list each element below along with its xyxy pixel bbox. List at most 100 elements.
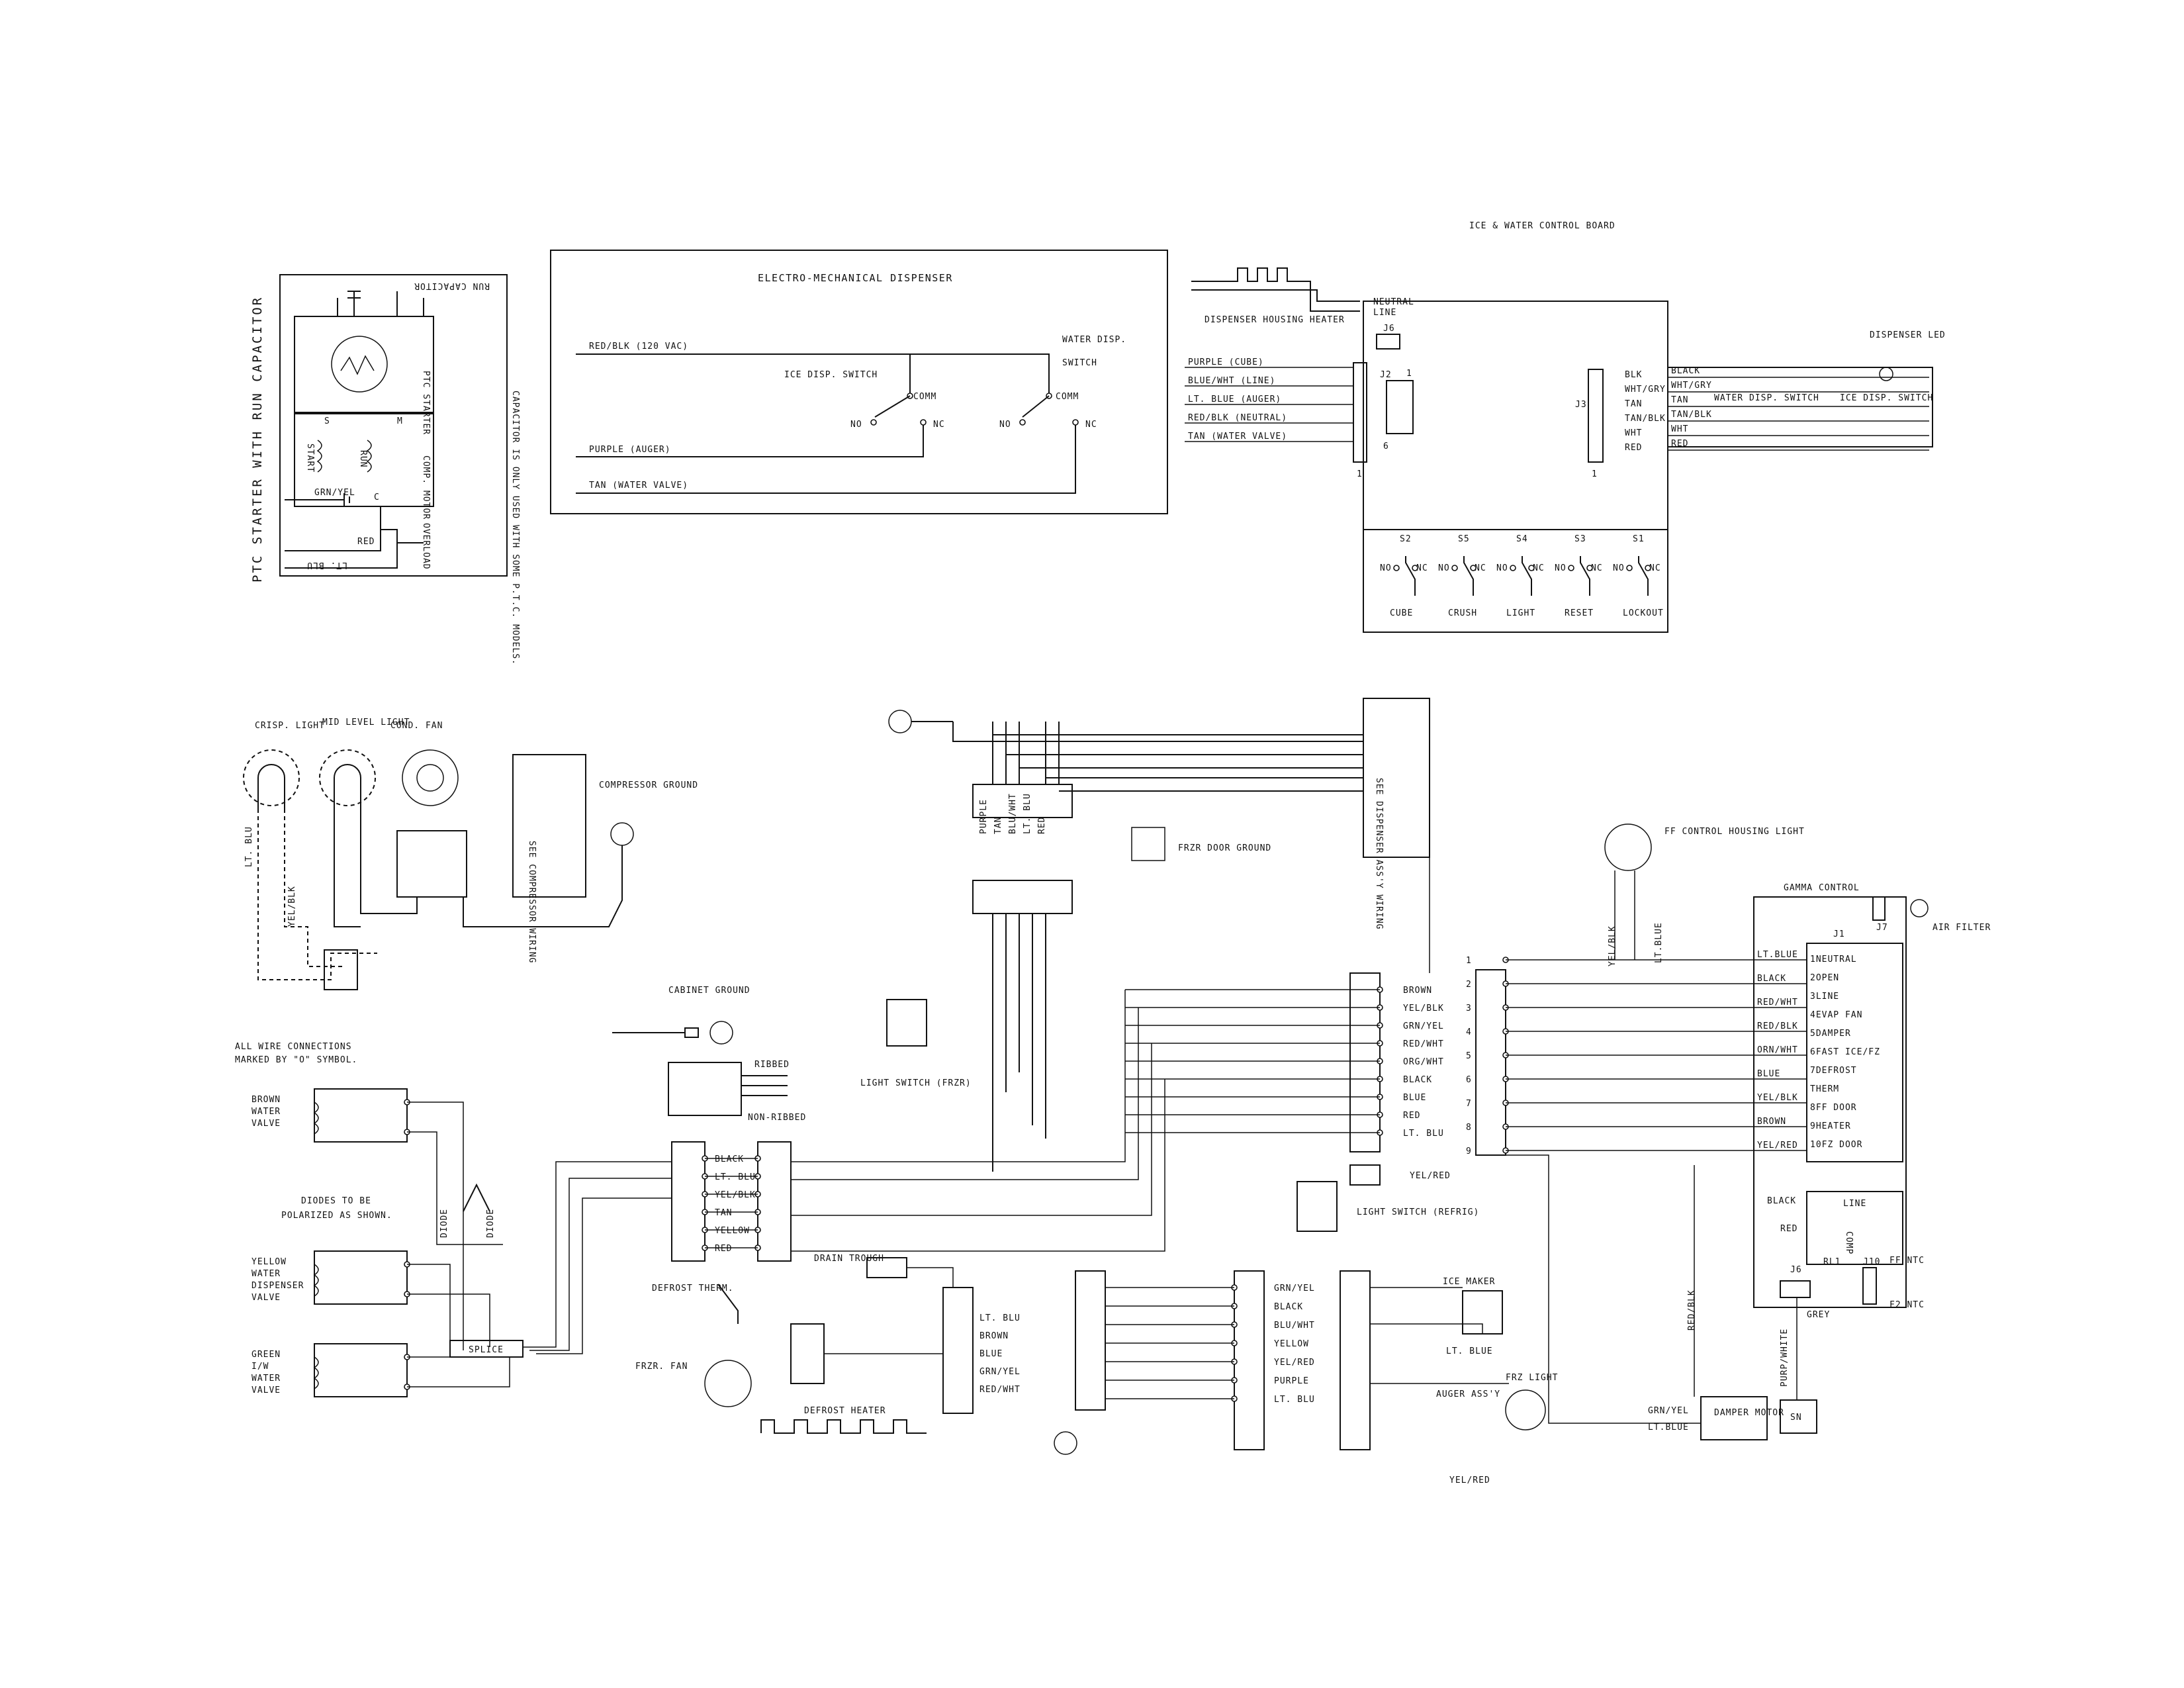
board-switch-no: NO [1380,563,1392,573]
gamma-pin-label: 5DAMPER [1810,1029,1851,1039]
yellow-valve-label: DISPENSER [251,1281,304,1291]
board-switch-id: S4 [1516,534,1528,544]
board-switch-nc: NC [1649,563,1661,573]
dispenser-title: ELECTRO-MECHANICAL DISPENSER [758,272,953,284]
pin-m-label: M [397,416,403,426]
ice-lt-blue-label: LT. BLUE [1446,1346,1493,1356]
defrost-therm-label: DEFROST THERM. [652,1284,734,1293]
gamma-conn-num: 3 [1466,1004,1472,1013]
yellow-valve-label: VALVE [251,1293,281,1303]
gamma-wire-label: RED/BLK [1757,1021,1798,1031]
j2-pin-6: 6 [1383,442,1389,451]
grey-label: GREY [1807,1310,1830,1320]
lower-colors: GRN/YELBLACKBLU/WHTYELLOWYEL/REDPURPLELT… [1105,1284,1315,1405]
wire [523,1161,672,1348]
harness-color-label: YEL/BLK [715,1190,756,1200]
lower-color-label: LT. BLU [1274,1395,1315,1405]
electro-mechanical-dispenser: ELECTRO-MECHANICAL DISPENSER RED/BLK (12… [550,250,1168,514]
gamma-pin-label: 2OPEN [1810,973,1839,983]
connection-dot [1412,565,1418,571]
wire [791,1008,1139,1180]
ptc-starter-label: PTC STARTER [421,371,431,435]
board-switch-nc: NC [1591,563,1603,573]
gamma-conn-num: 8 [1466,1123,1472,1133]
connection-dot [1510,565,1516,571]
water-switch-label: WATER DISP. [1062,335,1126,345]
center-color-label: LT. BLU [1403,1129,1444,1139]
gamma-pin-label: 1NEUTRAL [1810,955,1857,964]
led-label: DISPENSER LED [1870,330,1946,340]
harness-color-label: LT. BLU [715,1172,756,1182]
wire [529,1178,672,1351]
lower-color-label: YEL/RED [1274,1358,1315,1368]
comp-motor-label: COMP. MOTOR [421,455,431,520]
center-color-label: BLACK [1403,1075,1432,1085]
lower-color-label: GRN/YEL [1274,1284,1315,1293]
crisp-light-label: CRISP. LIGHT [255,721,325,731]
valves: BROWNWATERVALVEYELLOWWATERDISPENSERVALVE… [251,1088,410,1397]
purple-label: PURPLE (AUGER) [589,445,671,455]
connection-dot [1626,565,1633,571]
ptc-starter-panel: PTC STARTER WITH RUN CAPACITOR RUN CAPAC… [250,274,520,665]
ice-no-label: NO [850,420,862,430]
brown-valve-label: WATER [251,1107,281,1117]
gamma-conn-num: 6 [1466,1075,1472,1085]
board-switch-id: S2 [1400,534,1412,544]
gamma-wire-label: BLACK [1757,974,1786,984]
ribbed-label: RIBBED [754,1060,790,1070]
water-disp-switch-label: WATER DISP. SWITCH [1714,393,1819,403]
gamma-title: GAMMA CONTROL [1784,883,1860,893]
ff-housing-label: FF CONTROL HOUSING LIGHT [1664,827,1805,837]
pin-c-label: C [374,492,380,502]
tan-label: TAN (WATER VALVE) [589,481,688,491]
wire [907,1267,954,1288]
j6-label: J6 [1383,324,1395,334]
board-right-wire-label: BLACK [1671,366,1700,376]
center-color-label: RED/WHT [1403,1039,1444,1049]
board-right-wire-label: TAN [1671,395,1688,405]
wire [791,990,1126,1162]
wire [407,1264,451,1344]
board-switch-no: NO [1496,563,1508,573]
overload-label: OVERLOAD [421,523,431,570]
wire [1522,556,1532,596]
non-ribbed-label: NON-RIBBED [748,1113,806,1123]
yellow-valve-label: WATER [251,1269,281,1279]
red-blk-vertical: RED/BLK [1687,1289,1697,1331]
cabinet-ground-label: CABINET GROUND [668,986,751,996]
lower-color-label: BLU/WHT [1274,1321,1315,1331]
connection-dot [1393,565,1400,571]
yellow-valve-label: YELLOW [251,1257,287,1267]
board-left-wires: PURPLE (CUBE)BLUE/WHT (LINE)LT. BLUE (AU… [1185,357,1353,442]
board-right-wire-label: WHT/GRY [1671,381,1712,391]
lt-blue-vertical: LT.BLUE [1654,922,1664,963]
drain-label: DRAIN TROUGH [814,1254,884,1264]
connections-note-2: MARKED BY "O" SYMBOL. [235,1055,357,1065]
gamma-wire-label: BLUE [1757,1069,1780,1079]
brown-valve-coil [314,1088,408,1143]
gamma-pin-label: 6FAST ICE/FZ [1810,1047,1880,1057]
board-right-wire-label: WHT [1671,424,1688,434]
j1-label: J1 [1833,929,1845,939]
start-label: START [305,444,315,473]
neutral-label: NEUTRAL [1373,297,1414,307]
center-color-label: GRN/YEL [1403,1021,1444,1031]
lt-blue-gamma-label: LT.BLUE [1648,1423,1689,1432]
ice-comm-label: COMM [913,392,936,402]
center-color-label: RED [1403,1111,1420,1121]
heater-label: DISPENSER HOUSING HEATER [1205,315,1345,325]
diode-left-label: DIODE [439,1209,449,1238]
gamma-wire-label: RED/WHT [1757,998,1798,1008]
wire [313,1102,319,1135]
frz-light-label: FRZ LIGHT [1506,1373,1558,1383]
water-nc-label: NC [1085,420,1097,430]
harness-color-label: BLACK [715,1154,744,1164]
connection-dot [1451,565,1458,571]
board-switch-no: NO [1613,563,1625,573]
board-switch-id: S5 [1458,534,1470,544]
ptc-title: PTC STARTER WITH RUN CAPACITOR [250,296,265,583]
gamma-pin-label: THERM [1810,1084,1839,1094]
wire [313,1356,319,1389]
board-left-wire-label: PURPLE (CUBE) [1188,357,1264,367]
